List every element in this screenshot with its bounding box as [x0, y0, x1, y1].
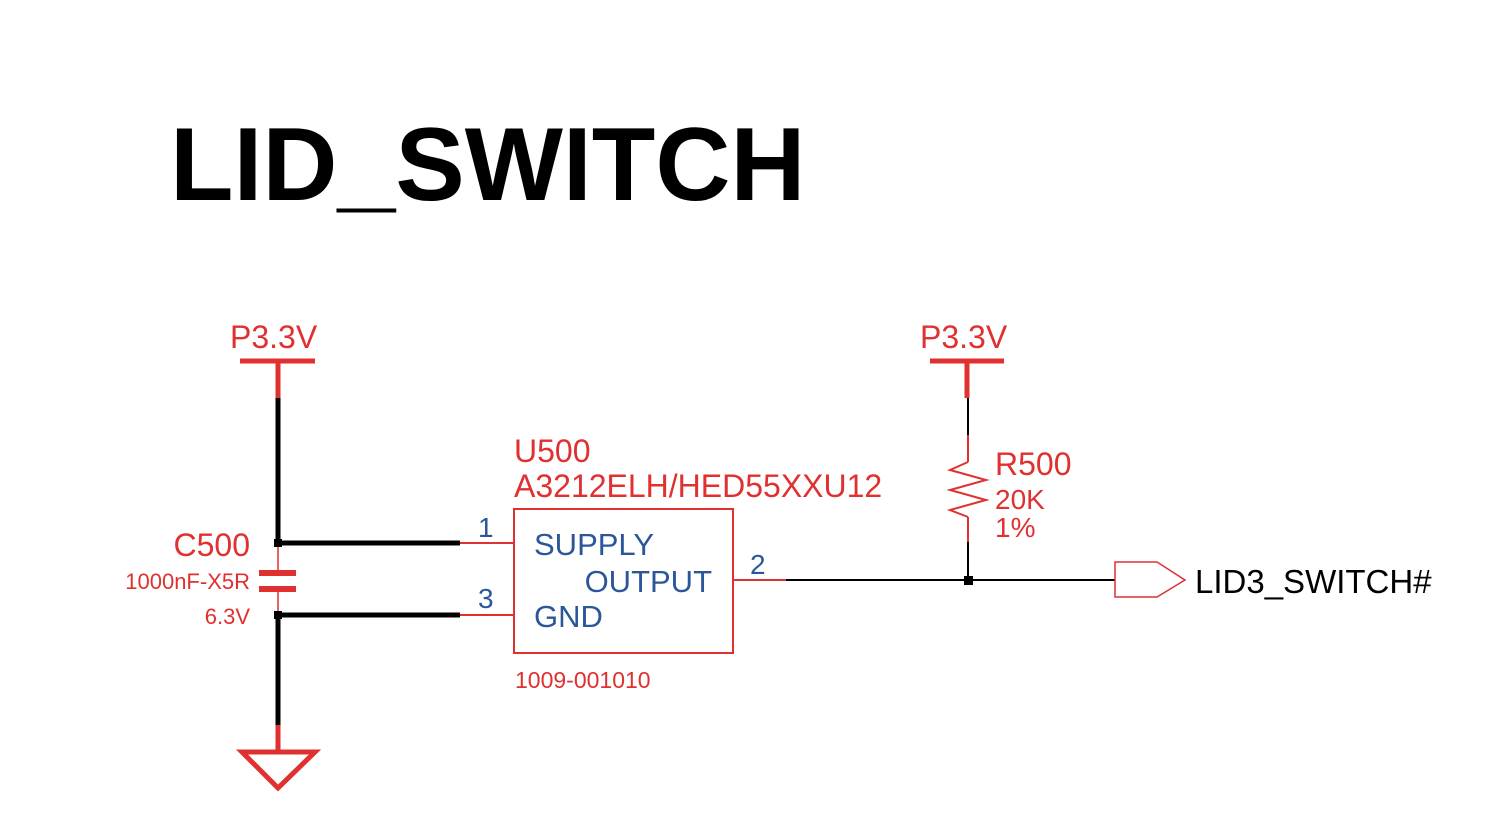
power-symbol-left[interactable]: P3.3V: [230, 319, 318, 398]
resistor-refdes: R500: [995, 446, 1072, 482]
capacitor-icon[interactable]: C500 1000nF-X5R 6.3V: [125, 527, 296, 629]
junction-dot: [274, 539, 282, 547]
junction-dot: [964, 576, 973, 585]
resistor-icon[interactable]: R500 20K 1%: [946, 398, 1072, 580]
output-port-icon[interactable]: LID3_SWITCH#: [1114, 561, 1432, 600]
supply-wires[interactable]: [274, 398, 460, 725]
power-symbol-right[interactable]: P3.3V: [920, 319, 1008, 398]
power-net-label: P3.3V: [920, 319, 1008, 355]
ic-u500[interactable]: U500 A3212ELH/HED55XXU12 1 2 3 SUPPLY OU…: [460, 433, 882, 693]
capacitor-refdes: C500: [174, 527, 251, 563]
pin-gnd-name: GND: [534, 599, 603, 634]
pin-output-name: OUTPUT: [585, 564, 713, 599]
ic-refdes: U500: [514, 433, 591, 469]
pin-supply-name: SUPPLY: [534, 527, 654, 562]
pin-2-number: 2: [750, 549, 766, 580]
ic-footprint-code: 1009-001010: [515, 667, 651, 693]
capacitor-voltage: 6.3V: [205, 604, 251, 629]
output-net-label: LID3_SWITCH#: [1195, 563, 1432, 600]
pin-1-number: 1: [478, 512, 494, 543]
ic-part-number: A3212ELH/HED55XXU12: [514, 468, 882, 504]
resistor-zigzag: [946, 461, 990, 518]
power-net-label: P3.3V: [230, 319, 318, 355]
resistor-value: 20K: [995, 484, 1045, 515]
ground-icon[interactable]: [235, 725, 322, 792]
page-title: LID_SWITCH: [170, 107, 806, 223]
resistor-tolerance: 1%: [995, 512, 1035, 543]
pin-3-number: 3: [478, 583, 494, 614]
port-shape: [1114, 561, 1187, 598]
junction-dot: [274, 611, 282, 619]
ground-triangle: [235, 749, 322, 792]
capacitor-value: 1000nF-X5R: [125, 569, 250, 594]
